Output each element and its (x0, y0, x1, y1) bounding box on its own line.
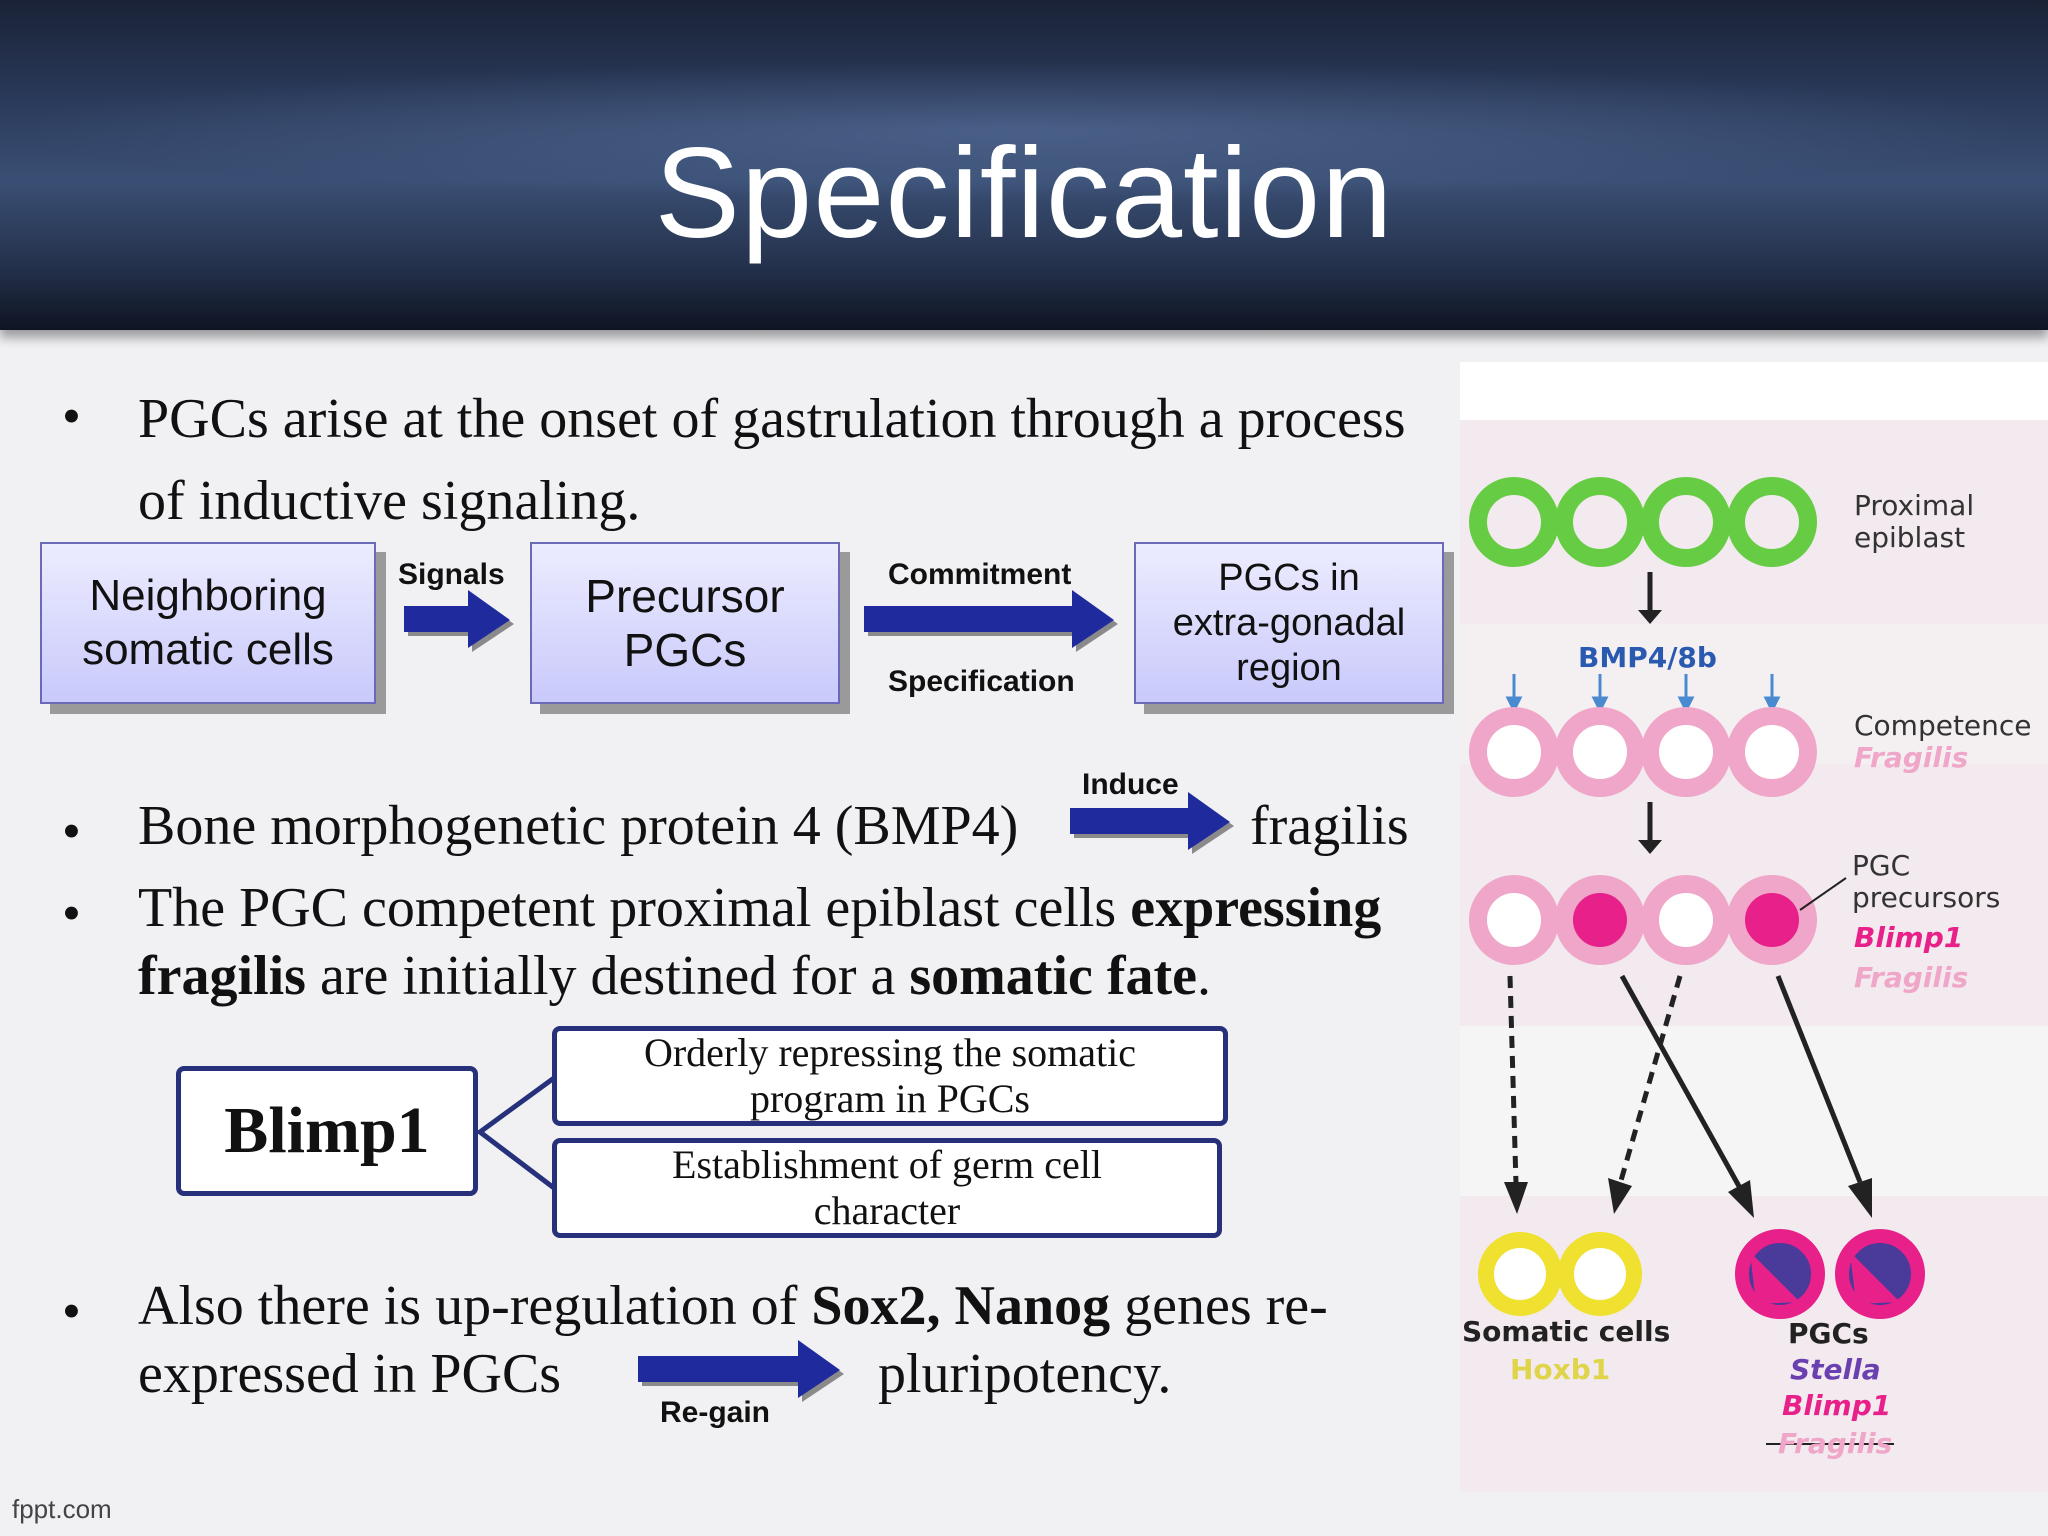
bullet-marker: • (62, 386, 81, 446)
bullet-4-line2: expressed in PGCs (138, 1343, 562, 1405)
footer-brand: fppt.com (12, 1494, 112, 1524)
pgcs-label: PGCs (1788, 1317, 1869, 1350)
slide-title: Specification (654, 122, 1394, 265)
signals-arrow (404, 590, 514, 652)
somatic-cells-label: Somatic cells (1462, 1315, 1671, 1348)
bullet-marker: • (62, 883, 81, 943)
bullet-marker: • (62, 801, 81, 861)
epiblast-cells (1469, 477, 1817, 567)
blimp1-pgc-gene-label: Blimp1 (1782, 1389, 1892, 1422)
fragilis-gene-label-2: Fragilis (1854, 961, 1969, 994)
fragilis-gene-label: Fragilis (1854, 741, 1969, 774)
commitment-arrow (864, 590, 1118, 652)
bullet-3-text: The PGC competent proximal epiblast cell… (138, 877, 1382, 1007)
competence-label: Competence (1854, 709, 2032, 742)
regain-arrow (638, 1340, 844, 1402)
fragilis-struck-label: Fragilis (1778, 1427, 1893, 1460)
blimp1-box: Blimp1 (176, 1066, 478, 1196)
title-bar (0, 0, 2048, 330)
bullet-2-text: Bone morphogenetic protein 4 (BMP4) (138, 795, 1019, 857)
stella-gene-label: Stella (1790, 1353, 1881, 1386)
bullet-marker: • (62, 1281, 81, 1341)
bullet-1-text: PGCs arise at the onset of gastrulation … (138, 388, 1406, 532)
hoxb1-gene-label: Hoxb1 (1510, 1353, 1611, 1386)
competence-cells (1469, 707, 1817, 797)
bullet-4-text: Also there is up-regulation of Sox2, Nan… (138, 1275, 1328, 1337)
signals-label: Signals (398, 558, 505, 591)
specification-label: Specification (888, 665, 1075, 698)
precursor-cells (1469, 875, 1817, 965)
bmp-label: BMP4/8b (1578, 641, 1717, 674)
blimp1-gene-label: Blimp1 (1854, 921, 1964, 954)
induce-label: Induce (1082, 768, 1179, 801)
figure-graphics (1460, 362, 2048, 1492)
regain-label: Re-gain (660, 1396, 771, 1429)
induce-arrow (1070, 792, 1234, 854)
pluripotency-text: pluripotency. (878, 1343, 1172, 1405)
commitment-label: Commitment (888, 558, 1072, 591)
blimp1-branch-lines (475, 1075, 556, 1190)
fragilis-text: fragilis (1250, 795, 1409, 857)
